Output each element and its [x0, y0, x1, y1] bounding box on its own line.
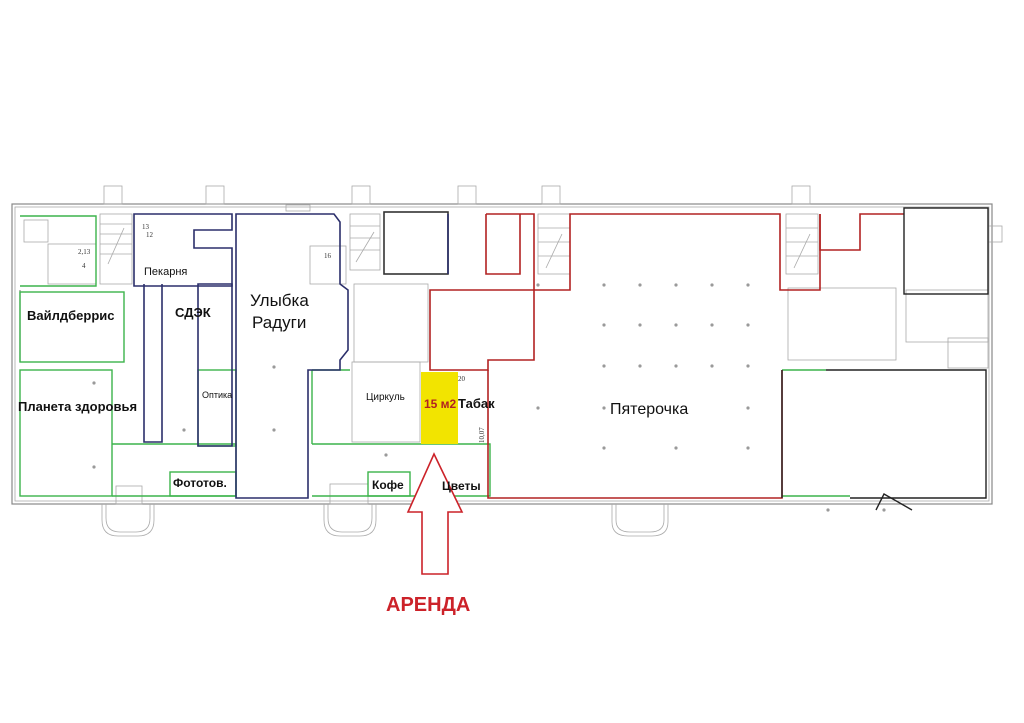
navy-zones: [133, 213, 449, 499]
column-grid: [92, 283, 886, 512]
green-zones: [19, 215, 850, 497]
room-number-213: 2,13: [78, 248, 91, 256]
tenant-planeta: Планета здоровья: [18, 399, 137, 414]
tenant-optika: Оптика: [202, 390, 232, 400]
room-number-16: 16: [324, 252, 332, 260]
rental-dim-side: 10,07: [478, 427, 486, 443]
room-number-13: 13: [142, 223, 150, 231]
tenant-sdek: СДЭК: [175, 305, 211, 320]
room-number-12: 12: [146, 231, 154, 239]
dark-zones: [781, 207, 989, 511]
rental-caption: АРЕНДА: [386, 594, 470, 616]
tenant-bakery: Пекарня: [144, 266, 187, 278]
tenant-wildberries: Вайлдберрис: [27, 308, 114, 323]
tenant-tsvety: Цветы: [442, 479, 481, 493]
tenant-kofe: Кофе: [372, 478, 404, 492]
rental-area-highlight: [421, 372, 458, 444]
rental-dim-top: 20: [458, 375, 466, 383]
tenant-ulybka-line2: Радуги: [252, 313, 306, 332]
tenant-tsirkul: Циркуль: [366, 392, 405, 403]
tenant-pyaterochka: Пятерочка: [610, 401, 688, 418]
room-number-4: 4: [82, 262, 86, 270]
red-zones: [429, 213, 904, 499]
rental-arrow-icon: [406, 452, 464, 575]
rental-area-label: 15 м2: [424, 397, 457, 411]
tenant-fototov: Фототов.: [173, 476, 227, 490]
tenant-tabak: Табак: [458, 396, 495, 411]
tenant-ulybka-line1: Улыбка: [250, 291, 309, 310]
building-walls: [11, 185, 1003, 537]
rental-unit[interactable]: 15 м2 20 10,07: [421, 372, 486, 444]
